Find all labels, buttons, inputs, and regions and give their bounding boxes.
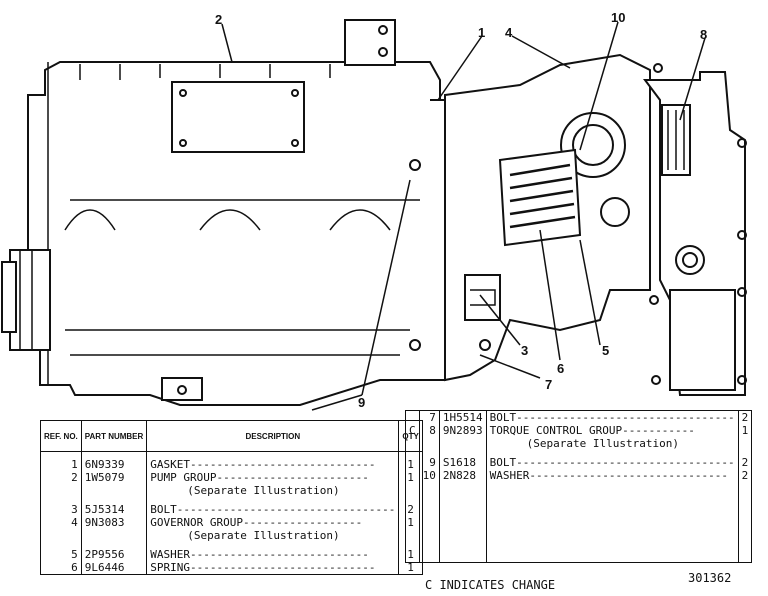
ref-cell: 7: [418, 410, 440, 424]
governor-housing: [409, 53, 651, 382]
table-row: (Separate Illustration): [405, 437, 753, 450]
leader-lines: [221, 21, 706, 411]
desc-cell: SPRING----------------------------: [146, 560, 400, 574]
desc-cell: TORQUE CONTROL GROUP-----------: [485, 424, 739, 437]
drive-end-flange: [1, 249, 51, 351]
desc-cell: BOLT---------------------------------: [485, 456, 739, 469]
part-cell: [80, 483, 148, 497]
part-cell: [80, 528, 148, 542]
ref-cell: 9: [418, 456, 440, 469]
ref-cell: [418, 437, 440, 450]
table-row: 7 1H5514 BOLT---------------------------…: [405, 410, 753, 424]
table-row: 6 9L6446 SPRING-------------------------…: [40, 560, 423, 574]
part-number-header: PART NUMBER: [80, 420, 148, 452]
callout-10: 10: [611, 10, 626, 25]
ref-cell: 6: [40, 560, 82, 574]
ref-no-header: REF. NO.: [40, 420, 82, 452]
description-header: DESCRIPTION: [146, 420, 400, 452]
table-row: 3 5J5314 BOLT---------------------------…: [40, 502, 423, 516]
ref-cell: 5: [40, 547, 82, 561]
torque-control-housing: [643, 63, 747, 396]
part-cell: 6N9339: [80, 457, 148, 471]
change-cell: [405, 437, 420, 450]
ref-cell: 4: [40, 515, 82, 529]
part-cell: 1H5514: [438, 410, 487, 424]
ref-cell: 1: [40, 457, 82, 471]
table-row: [405, 482, 753, 562]
gasket: [430, 99, 446, 381]
ref-cell: 3: [40, 502, 82, 516]
callout-8: 8: [700, 27, 708, 42]
table-row: 2 1W5079 PUMP GROUP---------------------…: [40, 470, 423, 484]
change-cell: C: [405, 424, 420, 437]
qty-cell: 2: [737, 410, 753, 424]
table-row: 5 2P9556 WASHER-------------------------…: [40, 547, 423, 561]
callout-2: 2: [215, 12, 223, 27]
part-cell: S1618: [438, 456, 487, 469]
table-row: C 8 9N2893 TORQUE CONTROL GROUP---------…: [405, 424, 753, 437]
table-row: (Separate Illustration): [40, 483, 423, 497]
part-cell: [438, 437, 487, 450]
part-cell: 1W5079: [80, 470, 148, 484]
table-row: [405, 450, 753, 456]
callout-5: 5: [602, 343, 610, 358]
part-cell: 9N2893: [438, 424, 487, 437]
table-row: 4 9N3083 GOVERNOR GROUP-----------------…: [40, 515, 423, 529]
desc-cell: GASKET----------------------------: [146, 457, 400, 471]
parts-list-right: 7 1H5514 BOLT---------------------------…: [405, 410, 753, 563]
table-row: 1 6N9339 GASKET-------------------------…: [40, 457, 423, 471]
ref-cell: [40, 483, 82, 497]
part-cell: 9N3083: [80, 515, 148, 529]
desc-cell: BOLT---------------------------------: [485, 410, 739, 424]
desc-cell: WASHER------------------------------: [485, 469, 739, 482]
change-legend: C INDICATES CHANGE: [425, 578, 556, 592]
desc-cell: BOLT---------------------------------: [146, 502, 400, 516]
qty-cell: 1: [737, 424, 753, 437]
table-row: 10 2N828 WASHER-------------------------…: [405, 469, 753, 482]
callout-4: 4: [505, 25, 513, 40]
parts-list-left: REF. NO. PART NUMBER DESCRIPTION QTY 1 6…: [40, 420, 423, 575]
ref-cell: 2: [40, 470, 82, 484]
table-row: (Separate Illustration): [40, 528, 423, 542]
callout-3: 3: [521, 343, 529, 358]
part-cell: 5J5314: [80, 502, 148, 516]
desc-cell: (Separate Illustration): [146, 483, 400, 497]
qty-cell: 1: [398, 560, 423, 574]
figure-number: 301362: [688, 571, 732, 585]
desc-cell: (Separate Illustration): [146, 528, 400, 542]
qty-cell: 2: [737, 469, 753, 482]
callout-7: 7: [545, 377, 553, 392]
part-cell: 9L6446: [80, 560, 148, 574]
change-cell: [405, 456, 420, 469]
callout-1: 1: [478, 25, 486, 40]
qty-cell: 2: [737, 456, 753, 469]
change-cell: [405, 469, 420, 482]
desc-cell: (Separate Illustration): [485, 437, 739, 450]
pump-housing: [27, 19, 441, 406]
desc-cell: WASHER---------------------------: [146, 547, 400, 561]
ref-cell: [40, 528, 82, 542]
part-cell: 2N828: [438, 469, 487, 482]
change-cell: [405, 410, 420, 424]
ref-cell: 10: [418, 469, 440, 482]
part-cell: 2P9556: [80, 547, 148, 561]
table-row: 9 S1618 BOLT----------------------------…: [405, 456, 753, 469]
callout-6: 6: [557, 361, 565, 376]
desc-cell: GOVERNOR GROUP------------------: [146, 515, 400, 529]
desc-cell: PUMP GROUP-----------------------: [146, 470, 400, 484]
qty-cell: [737, 437, 753, 450]
ref-cell: 8: [418, 424, 440, 437]
callout-9: 9: [358, 395, 366, 410]
